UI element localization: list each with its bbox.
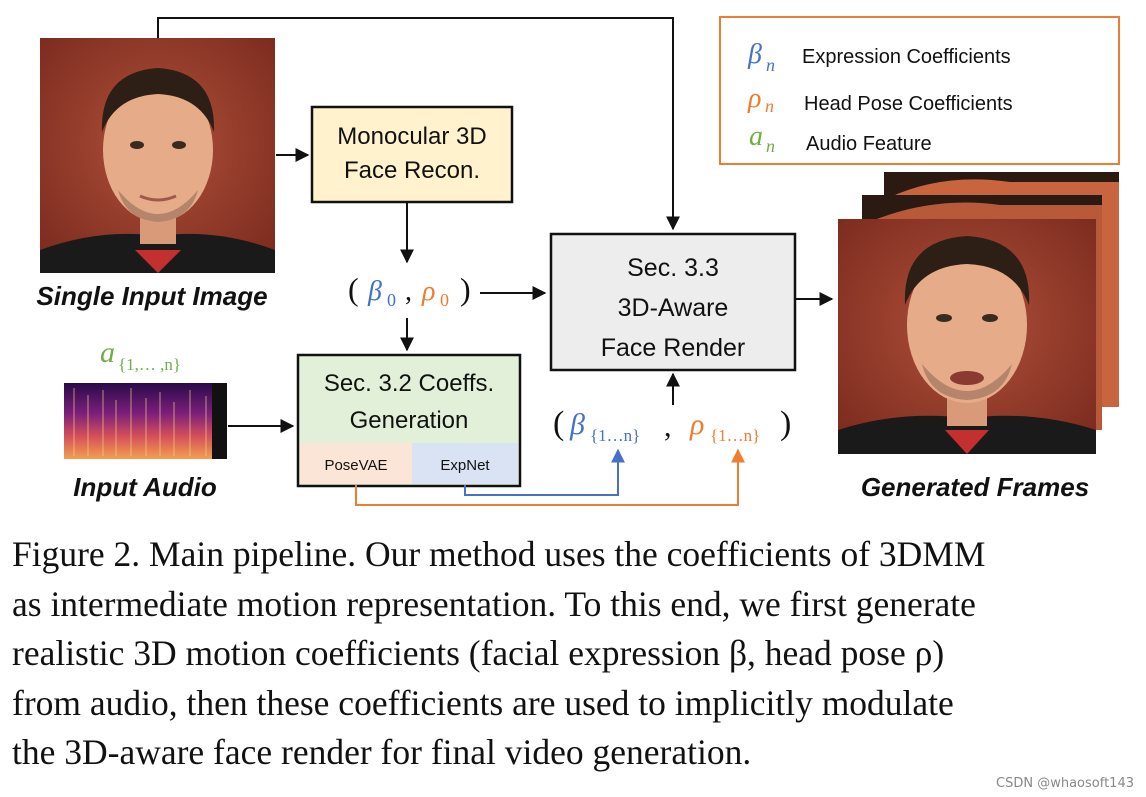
face-recon-line1: Monocular 3D [337,123,486,150]
posevae-label: PoseVAE [324,457,387,474]
initial-open-paren: ( [348,271,359,307]
audio-feature-symbol: a [100,336,115,369]
initial-rho-symbol: ρ [421,276,435,307]
face-render-line1: Sec. 3.3 [627,254,719,282]
expnet-to-beta-arrow [464,448,625,496]
initial-close-paren: ) [460,271,471,307]
face-recon-line2: Face Recon. [344,157,480,184]
caption-line: from audio, then these coefficients are … [12,682,954,723]
legend-audio-symbol: a [749,121,763,152]
expnet-label: ExpNet [440,457,490,474]
legend-expression-subscript: n [766,55,775,75]
legend-expression-symbol: β [747,39,762,70]
face-render-line3: Face Render [601,334,746,362]
sequence-open-paren: ( [553,405,564,442]
legend-audio-subscript: n [766,136,775,156]
input-audio-label: Input Audio [73,472,217,502]
audio-feature-subscript: {1,… ,n} [118,355,181,374]
sequence-close-paren: ) [780,405,791,442]
single-input-image [40,38,275,273]
caption-line: Figure 2. Main pipeline. Our method uses… [12,534,986,574]
coeffs-generation-line2: Generation [350,407,469,434]
posevae-box [300,443,412,484]
legend-item-head-pose: ρ n Head Pose Coefficients [747,83,1013,116]
posevae-to-rho-arrow [355,448,745,506]
generated-frames-stack [838,172,1119,454]
sequence-beta-symbol: β [569,408,585,441]
sequence-beta-subscript: {1…n} [590,426,640,445]
caption-line: the 3D-aware face render for final video… [12,732,752,772]
single-input-image-label: Single Input Image [36,281,267,311]
sequence-rho-subscript: {1…n} [710,426,760,445]
caption-line: realistic 3D motion coefficients (facial… [12,633,945,673]
initial-coefficients: ( β 0 , ρ 0 ) [348,271,471,310]
sequence-coefficients: ( β {1…n} , ρ {1…n} ) [553,405,791,445]
expnet-box [412,443,518,484]
legend-head-pose-subscript: n [765,96,774,116]
generated-frames-label: Generated Frames [861,472,1089,502]
face-recon-box [310,105,514,204]
face-render-box [549,232,797,372]
initial-comma: , [405,276,412,307]
sequence-comma: , [664,410,672,443]
legend-expression-label: Expression Coefficients [802,46,1011,68]
legend-audio-label: Audio Feature [806,133,932,155]
legend-item-expression: β n Expression Coefficients [747,39,1011,75]
legend-head-pose-label: Head Pose Coefficients [804,93,1013,115]
figure-caption: Figure 2. Main pipeline. Our method uses… [12,530,1140,778]
face-render-line2: 3D-Aware [618,294,729,322]
audio-spectrogram [64,383,227,459]
pipeline-diagram: Single Input Image Monocular 3D Face Rec… [36,16,1120,506]
legend-head-pose-symbol: ρ [747,83,761,114]
initial-beta-subscript: 0 [387,290,396,310]
legend-box [719,16,1120,165]
sequence-rho-symbol: ρ [689,408,704,441]
coeffs-generation-line1: Sec. 3.2 Coeffs. [324,370,494,397]
caption-line: as intermediate motion representation. T… [12,583,976,624]
legend-item-audio: a n Audio Feature [749,121,932,156]
image-to-render-connector [157,17,680,231]
watermark: CSDN @whaosoft143 [996,776,1134,791]
initial-beta-symbol: β [367,276,382,307]
initial-rho-subscript: 0 [440,290,449,310]
